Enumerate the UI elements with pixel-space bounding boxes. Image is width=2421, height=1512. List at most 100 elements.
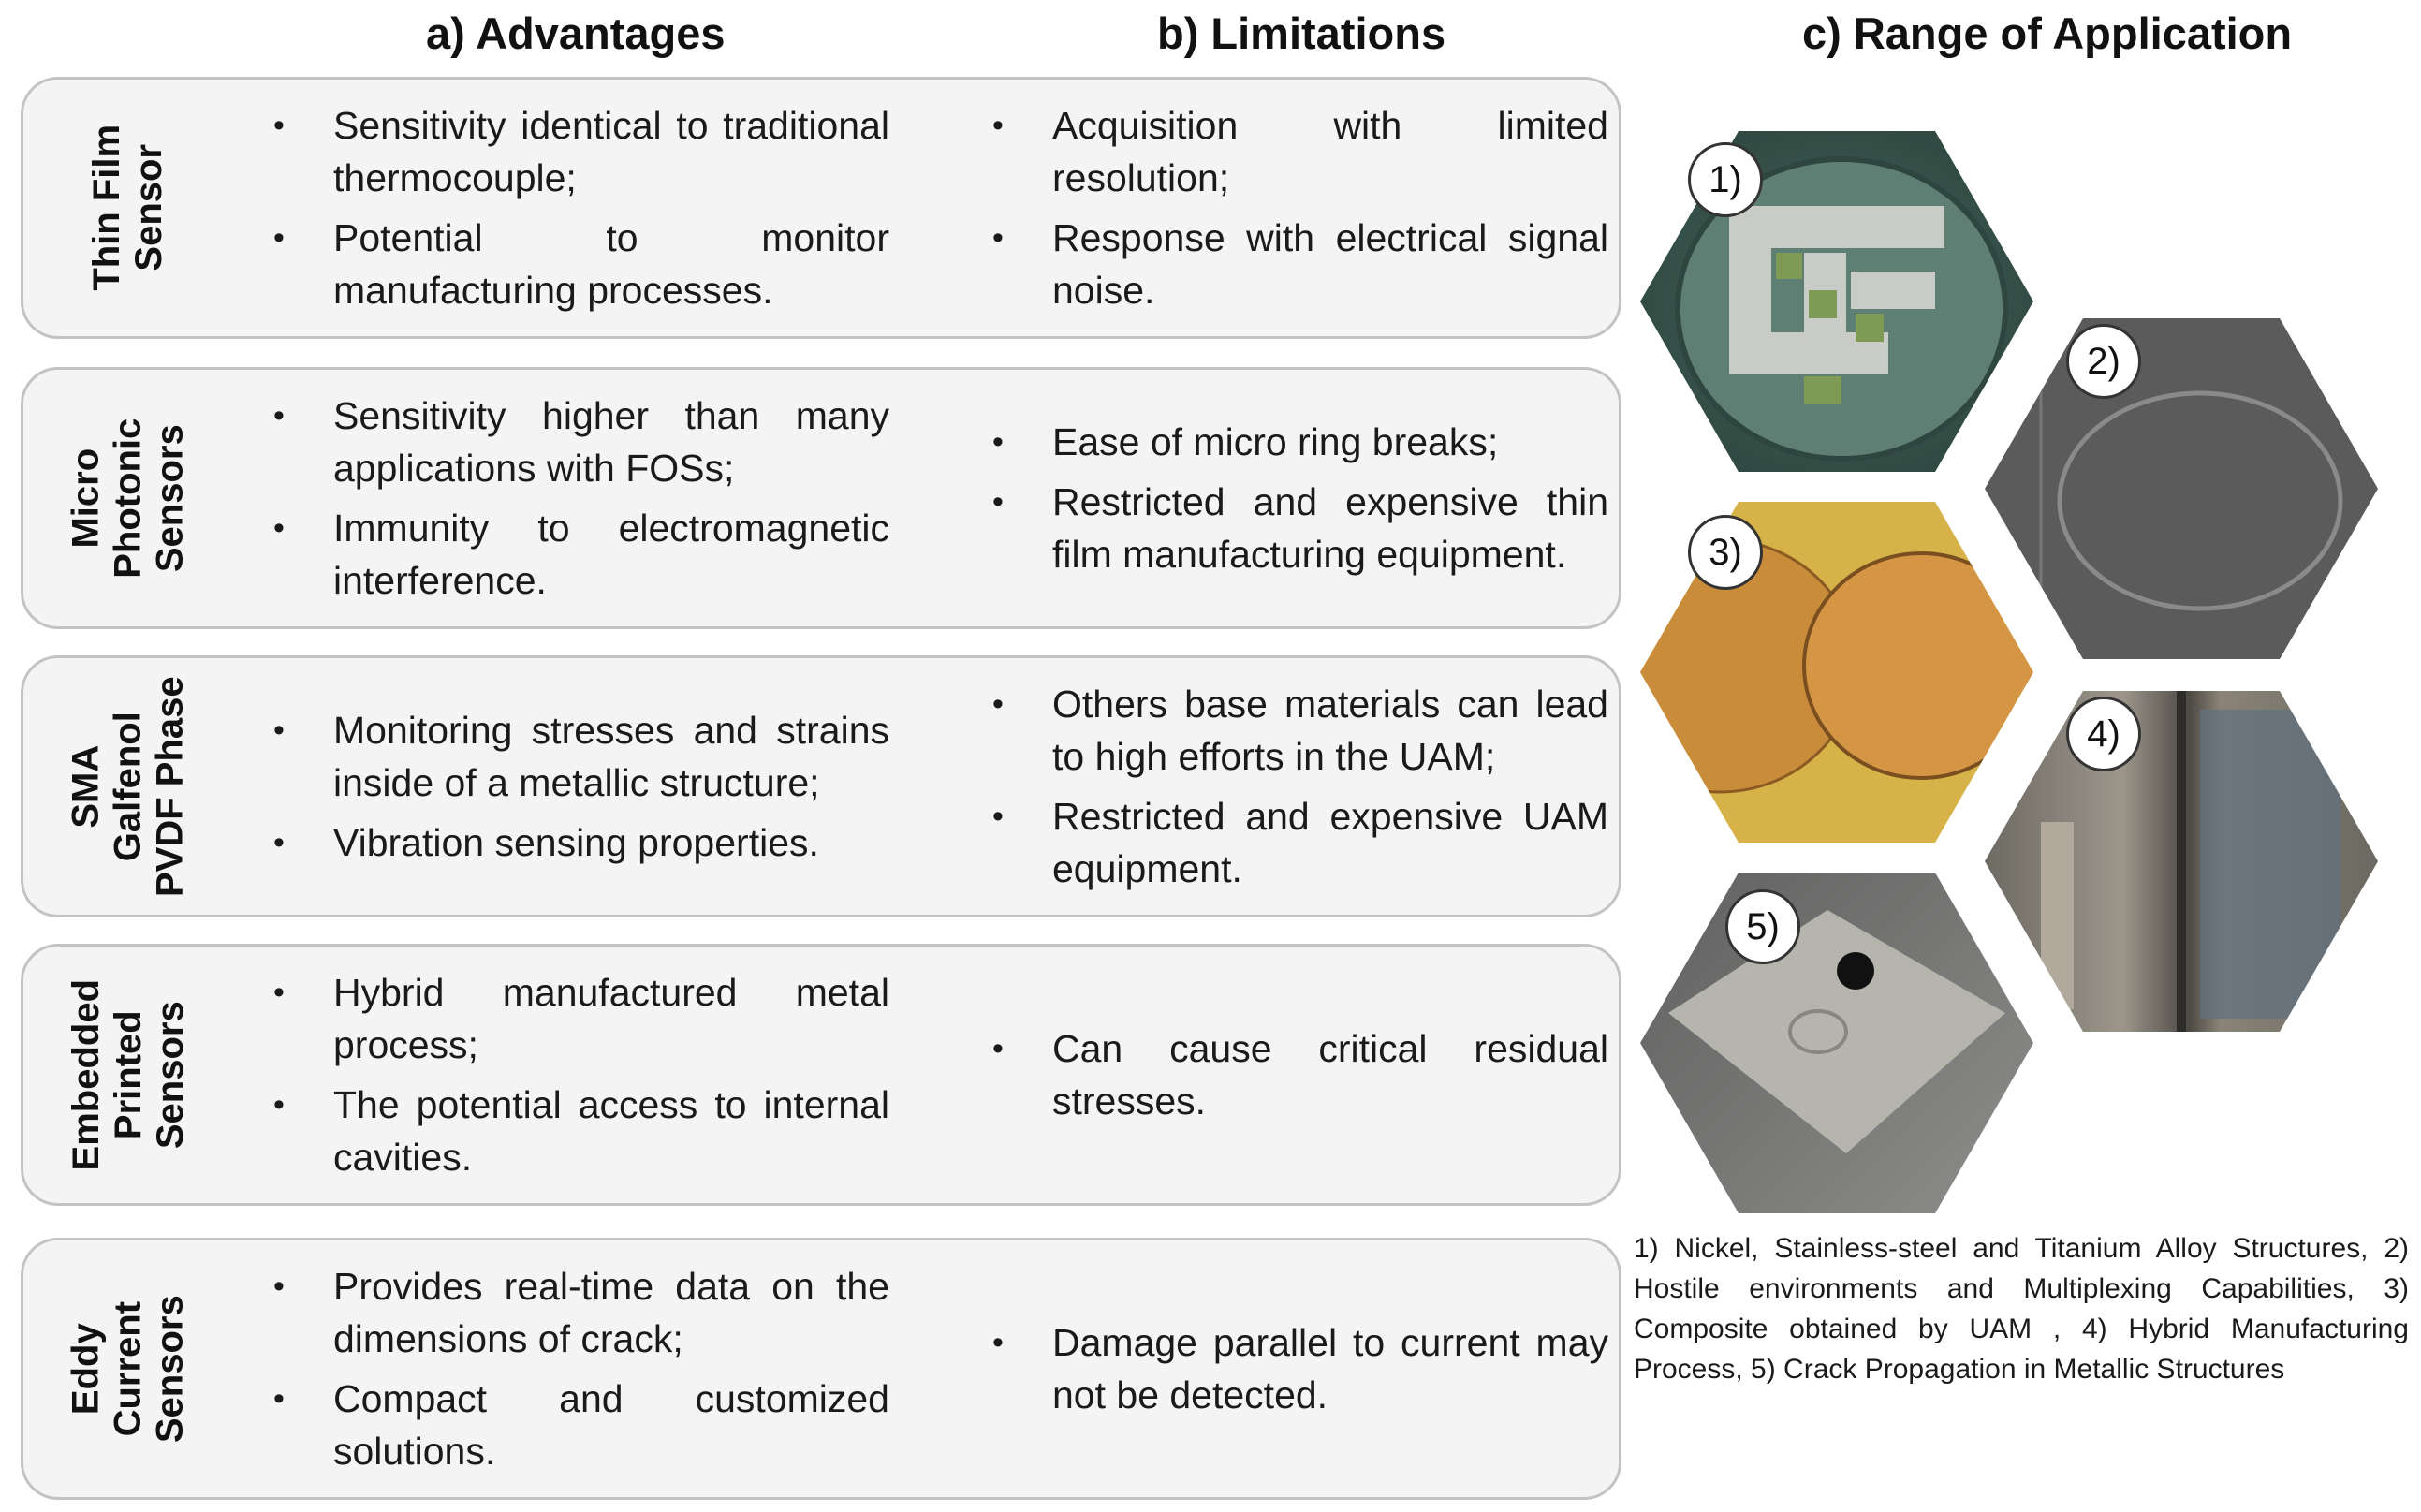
bullet-icon: • — [273, 510, 285, 546]
advantages-item-text: Immunity to electromagnetic interference… — [333, 506, 889, 602]
bullet-icon: • — [992, 424, 1004, 460]
bullet-icon: • — [992, 484, 1004, 520]
image-number-5: 5) — [1725, 889, 1800, 964]
limitations-item: • Ease of micro ring breaks; — [981, 416, 1608, 468]
limitations-list: • Others base materials can lead to high … — [981, 655, 1608, 917]
row-label-line: Current — [107, 1300, 149, 1437]
limitations-list: • Damage parallel to current may not be d… — [981, 1238, 1608, 1500]
row-label-line: Eddy — [65, 1323, 107, 1415]
limitations-list: • Acquisition with limited resolution; • Re… — [981, 77, 1608, 339]
row-label-line: PVDF Phase — [149, 676, 191, 897]
sensor-row — [21, 77, 1621, 339]
limitations-list: • Ease of micro ring breaks; •Restricted a… — [981, 367, 1608, 629]
advantages-item: • Vibration sensing properties. — [262, 816, 889, 869]
advantages-item-text: Hybrid manufactured metal process; — [333, 971, 889, 1066]
image-number-3: 3) — [1688, 515, 1763, 590]
advantages-item-text: Sensitivity higher than many application… — [333, 394, 889, 490]
bullet-icon: • — [273, 220, 285, 256]
advantages-header: a) Advantages — [426, 8, 726, 58]
crack-propagation-image — [1640, 873, 2033, 1213]
bullet-icon: • — [992, 1031, 1004, 1066]
bullet-icon: • — [273, 1087, 285, 1123]
application-header: c) Range of Application — [1802, 8, 2293, 58]
micro-ring-image — [1985, 318, 2378, 659]
advantages-item: • Hybrid manufactured metal process; — [262, 966, 889, 1071]
row-label-line: Galfenol — [107, 711, 149, 862]
limitations-item: • Restricted and expensive UAM equipment. — [981, 790, 1608, 895]
limitations-item-text: Damage parallel to current may not be de… — [1052, 1321, 1608, 1417]
row-label-line: Photonic — [107, 418, 149, 579]
advantages-list: • Monitoring stresses and strains inside … — [262, 655, 889, 917]
limitations-item: • Acquisition with limited resolution; — [981, 99, 1608, 204]
limitations-item-text: Ease of micro ring breaks; — [1052, 420, 1499, 463]
row-label-line: Sensors — [149, 1001, 191, 1149]
limitations-list: • Can cause critical residual stresses. — [981, 944, 1608, 1206]
bullet-icon: • — [992, 686, 1004, 722]
image-number-4: 4) — [2066, 697, 2141, 771]
advantages-item-text: The potential access to internal cavitie… — [333, 1083, 889, 1179]
bullet-icon: • — [992, 799, 1004, 834]
row-label-line: Thin Film — [86, 125, 128, 291]
sensor-row — [21, 944, 1621, 1206]
advantages-item: • Provides real-time data on the dimensio… — [262, 1260, 889, 1365]
advantages-item-text: Potential to monitor manufacturing proce… — [333, 216, 889, 312]
sensor-row — [21, 367, 1621, 629]
advantages-item-text: Sensitivity identical to traditional the… — [333, 104, 889, 199]
advantages-item-text: Compact and customized solutions. — [333, 1377, 889, 1473]
advantages-list: • Provides real-time data on the dimensio… — [262, 1238, 889, 1500]
limitations-item: • Others base materials can lead to high … — [981, 678, 1608, 783]
limitations-item-text: Others base materials can lead to high e… — [1052, 683, 1608, 778]
advantages-item: • Sensitivity higher than many applicatio… — [262, 389, 889, 494]
bullet-icon: • — [273, 1269, 285, 1304]
limitations-item-text: Restricted and expensive UAM equipment. — [1052, 795, 1608, 890]
limitations-item: • Can cause critical residual stresses. — [981, 1022, 1608, 1127]
limitations-item-text: Acquisition with limited resolution; — [1052, 104, 1608, 199]
advantages-list: • Sensitivity identical to traditional th… — [262, 77, 889, 339]
bullet-icon: • — [273, 398, 285, 433]
limitations-item: • Damage parallel to current may not be d… — [981, 1316, 1608, 1421]
row-label-line: SMA — [65, 744, 107, 829]
hybrid-manufacturing-image — [1985, 691, 2378, 1032]
sensor-row — [21, 655, 1621, 917]
bullet-icon: • — [273, 825, 285, 860]
image-number-2: 2) — [2066, 324, 2141, 399]
bullet-icon: • — [273, 108, 285, 143]
advantages-item: •Monitoring stresses and strains inside … — [262, 704, 889, 809]
bullet-icon: • — [992, 1325, 1004, 1360]
advantages-item-text: Provides real-time data on the dimension… — [333, 1265, 889, 1360]
image-number-1: 1) — [1688, 142, 1763, 217]
limitations-item-text: Can cause critical residual stresses. — [1052, 1027, 1608, 1123]
row-label-line: Embedded — [65, 978, 107, 1171]
limitations-item-text: Response with electrical signal noise. — [1052, 216, 1608, 312]
advantages-item: • Potential to monitor manufacturing proc… — [262, 212, 889, 316]
bullet-icon: • — [992, 108, 1004, 143]
row-label-line: Sensor — [127, 144, 169, 272]
row-label-line: Micro — [65, 448, 107, 549]
advantages-item: • Sensitivity identical to traditional th… — [262, 99, 889, 204]
advantages-item-text: Vibration sensing properties. — [333, 821, 819, 864]
row-label-line: Sensors — [149, 424, 191, 572]
advantages-item: • Compact and customized solutions. — [262, 1373, 889, 1477]
row-label-line: Printed — [107, 1010, 149, 1139]
limitations-header: b) Limitations — [1157, 8, 1446, 58]
advantages-item-text: Monitoring stresses and strains inside o… — [333, 709, 889, 804]
application-caption: 1) Nickel, Stainless-steel and Titanium … — [1634, 1233, 2409, 1385]
sensor-row — [21, 1238, 1621, 1500]
advantages-item: • Immunity to electromagnetic interferenc… — [262, 502, 889, 607]
bullet-icon: • — [273, 1381, 285, 1417]
bullet-icon: • — [273, 975, 285, 1010]
limitations-item: •Restricted and expensive thin film manu… — [981, 476, 1608, 580]
bullet-icon: • — [992, 220, 1004, 256]
row-label-line: Sensors — [149, 1295, 191, 1443]
limitations-item: • Response with electrical signal noise. — [981, 212, 1608, 316]
